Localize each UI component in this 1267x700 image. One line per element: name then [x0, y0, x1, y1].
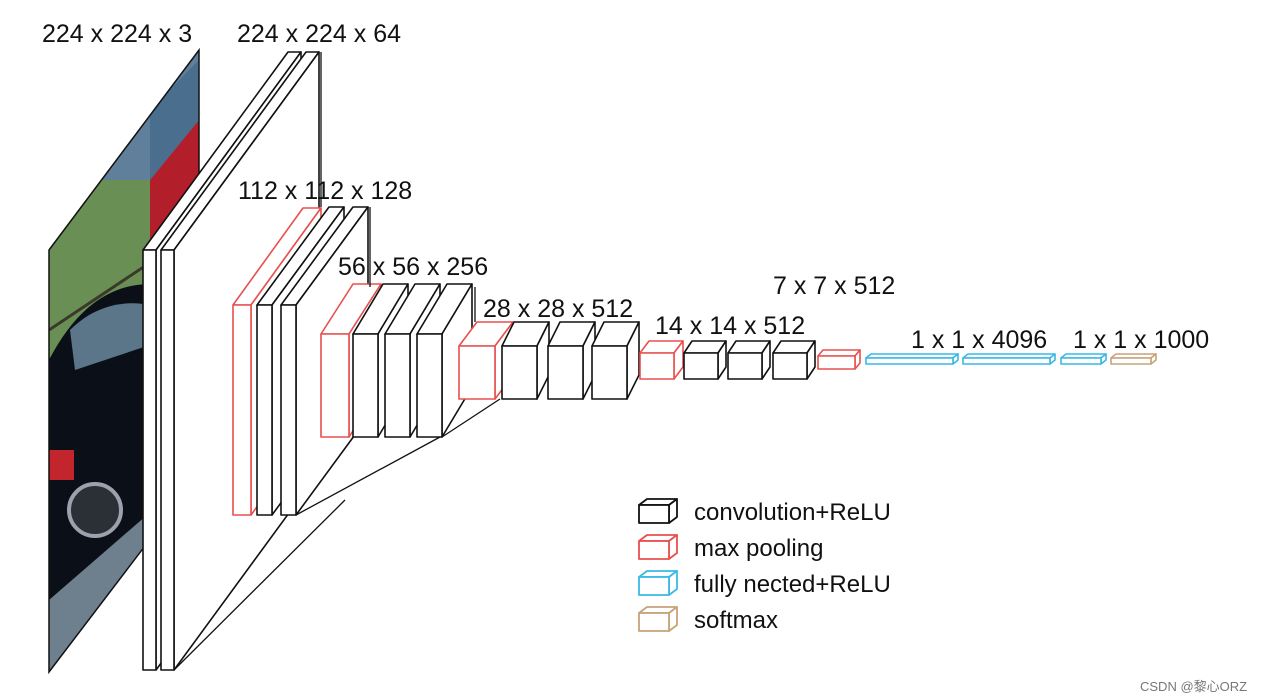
legend-label-softmax: softmax [694, 607, 778, 634]
legend-label-conv: convolution+ReLU [694, 499, 891, 526]
dim-label-conv3: 56 x 56 x 256 [338, 253, 488, 281]
legend-label-pool: max pooling [694, 535, 823, 562]
legend-icon-conv [638, 498, 678, 524]
dim-label-conv5: 14 x 14 x 512 [655, 312, 805, 340]
dim-label-conv4: 28 x 28 x 512 [483, 295, 633, 323]
block-conv4-b [547, 321, 596, 400]
block-pool4 [639, 340, 684, 380]
legend-icon-softmax [638, 606, 678, 632]
layer-blocks [142, 51, 1157, 671]
legend-label-fc: fully nected+ReLU [694, 571, 891, 598]
dimension-labels: 224 x 224 x 3 224 x 224 x 64 112 x 112 x… [42, 20, 1209, 354]
block-fc3 [1060, 353, 1107, 365]
dim-label-conv2: 112 x 112 x 128 [238, 177, 412, 205]
block-conv5-c [772, 340, 816, 380]
connector-bottom-3 [441, 398, 501, 438]
dim-label-conv1: 224 x 224 x 64 [237, 20, 401, 48]
dim-label-fc: 1 x 1 x 4096 [911, 326, 1047, 354]
dim-label-input: 224 x 224 x 3 [42, 20, 192, 48]
connector-bottom-2 [295, 436, 441, 516]
dim-label-pool5: 7 x 7 x 512 [773, 272, 895, 300]
dim-label-output: 1 x 1 x 1000 [1073, 326, 1209, 354]
block-softmax [1110, 353, 1157, 365]
legend-icon-fc [638, 570, 678, 596]
block-conv4-a [501, 321, 550, 400]
block-fc1 [865, 353, 959, 365]
legend: convolution+ReLU max pooling fully necte… [638, 498, 891, 634]
block-pool5 [817, 349, 861, 370]
legend-icon-pool [638, 534, 678, 560]
watermark: CSDN @黎心ORZ [1140, 679, 1247, 694]
block-fc2 [962, 353, 1056, 365]
block-conv5-a [683, 340, 727, 380]
block-conv4-c [591, 321, 640, 400]
connector-bottom-1 [173, 499, 346, 671]
block-conv5-b [727, 340, 771, 380]
